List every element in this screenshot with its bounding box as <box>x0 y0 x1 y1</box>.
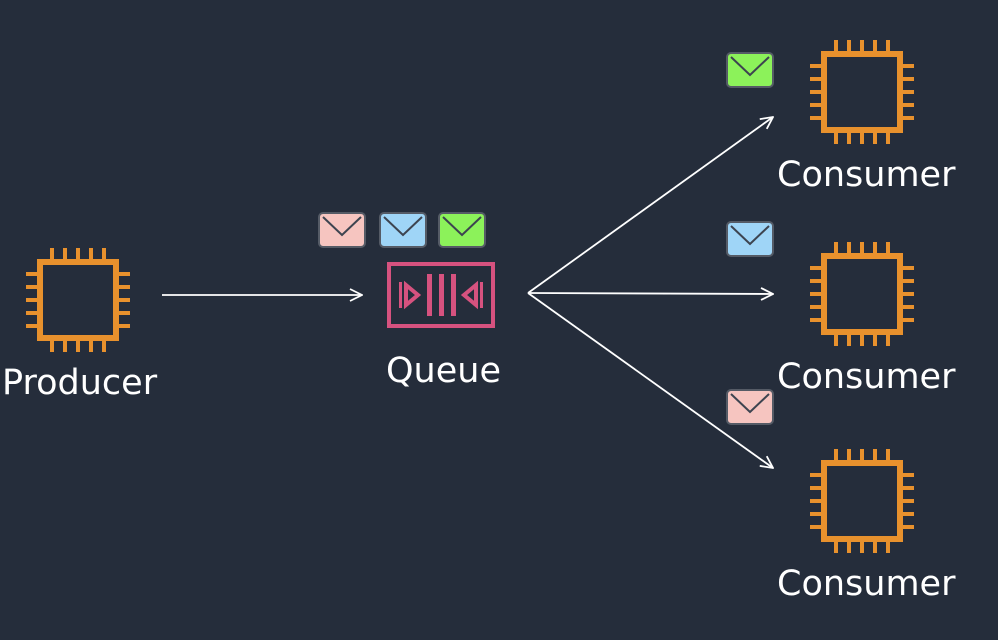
consumer-message-envelope-icon-2 <box>726 221 774 257</box>
queue-message-envelope-icon-3 <box>438 212 486 248</box>
arrow-queue-to-consumer-1 <box>527 117 773 294</box>
consumer-chip-icon-3 <box>810 449 914 553</box>
consumer-label-3: Consumer <box>777 564 956 604</box>
consumer-label-1: Consumer <box>777 155 956 195</box>
queue-label: Queue <box>386 351 501 391</box>
queue-message-envelope-icon-1 <box>318 212 366 248</box>
producer-chip-icon <box>26 248 130 352</box>
consumer-message-envelope-icon-1 <box>726 52 774 88</box>
consumer-chip-icon-1 <box>810 40 914 144</box>
producer-label: Producer <box>2 363 158 403</box>
arrow-queue-to-consumer-2 <box>527 293 773 294</box>
consumer-chip-icon-2 <box>810 242 914 346</box>
consumer-message-envelope-icon-3 <box>726 389 774 425</box>
consumer-label-2: Consumer <box>777 357 956 397</box>
arrow-queue-to-consumer-3 <box>527 292 773 468</box>
queue-message-envelope-icon-2 <box>379 212 427 248</box>
queue-icon <box>387 262 495 328</box>
